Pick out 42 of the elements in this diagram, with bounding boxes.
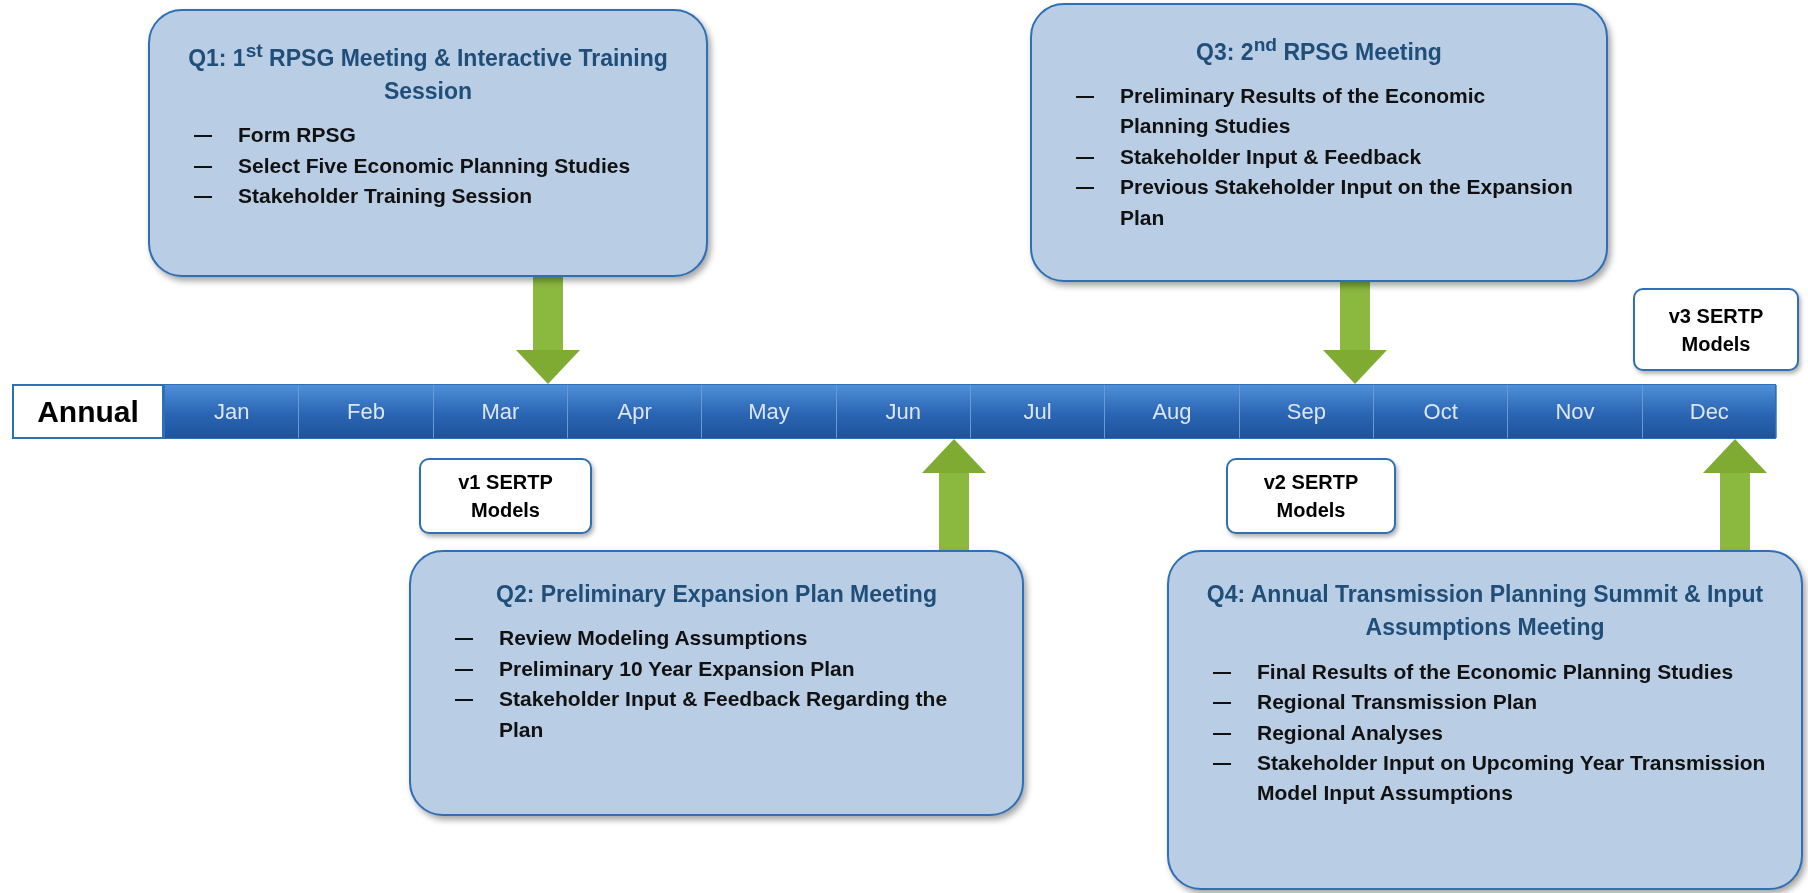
bullet-text: Previous Stakeholder Input on the Expansion Plan xyxy=(1120,175,1573,229)
bullet-text: Preliminary Results of the Economic Planning Studies xyxy=(1120,84,1486,138)
row-label: Annual xyxy=(12,384,164,439)
callout-box xyxy=(148,9,708,277)
model-version-tag: v2 SERTP Models xyxy=(1226,458,1396,534)
callout-title: Q2: Preliminary Expansion Plan Meeting xyxy=(495,580,938,609)
month-label: Apr xyxy=(568,385,703,438)
callout-title: Q3: 2$^{nd}$ RPSG Meeting xyxy=(1195,33,1443,67)
model-version-tag: v3 SERTP Models xyxy=(1633,288,1799,371)
month-label: Jan xyxy=(165,385,300,438)
bullet-text: Stakeholder Input & Feedback xyxy=(1120,144,1422,168)
month-label: Feb xyxy=(299,385,434,438)
timeline-bar xyxy=(164,384,1776,439)
bullet-text: Regional Analyses xyxy=(1257,720,1443,744)
block-arrow xyxy=(1323,282,1387,384)
month-label: Oct xyxy=(1374,385,1509,438)
block-arrow xyxy=(1703,439,1767,550)
bullet-text: Select Five Economic Planning Studies xyxy=(238,153,631,177)
bullet-text: Final Results of the Economic Planning Studies xyxy=(1257,659,1734,683)
month-label: Sep xyxy=(1239,385,1374,438)
callout-title: Q1: 1$^{st}$ RPSG Meeting & Interactive Training Session xyxy=(187,39,669,106)
bullet-text: Preliminary 10 Year Expansion Plan xyxy=(499,656,855,680)
callout-box xyxy=(409,550,1024,816)
month-label: Dec xyxy=(1642,385,1777,438)
month-label: Nov xyxy=(1508,385,1643,438)
month-label: Aug xyxy=(1105,385,1240,438)
block-arrow xyxy=(516,277,580,384)
callout-title: Q4: Annual Transmission Planning Summit & Input Assumptions Meeting xyxy=(1205,580,1765,643)
month-label: Jun xyxy=(836,385,971,438)
bullet-text: Regional Transmission Plan xyxy=(1257,690,1538,714)
block-arrow xyxy=(922,439,986,550)
bullet-text: Review Modeling Assumptions xyxy=(499,626,808,650)
bullet-text: Form RPSG xyxy=(238,123,356,147)
month-label: Mar xyxy=(433,385,568,438)
bullet-text: Stakeholder Input & Feedback Regarding the Plan xyxy=(499,687,948,741)
bullet-text: Stakeholder Training Session xyxy=(238,184,533,208)
bullet-text: Stakeholder Input on Upcoming Year Transmission Model Input Assumptions xyxy=(1257,751,1766,805)
callout-box xyxy=(1030,3,1608,282)
model-version-tag: v1 SERTP Models xyxy=(419,458,592,534)
month-label: Jul xyxy=(971,385,1106,438)
callout-box xyxy=(1167,550,1803,890)
month-label: May xyxy=(702,385,837,438)
